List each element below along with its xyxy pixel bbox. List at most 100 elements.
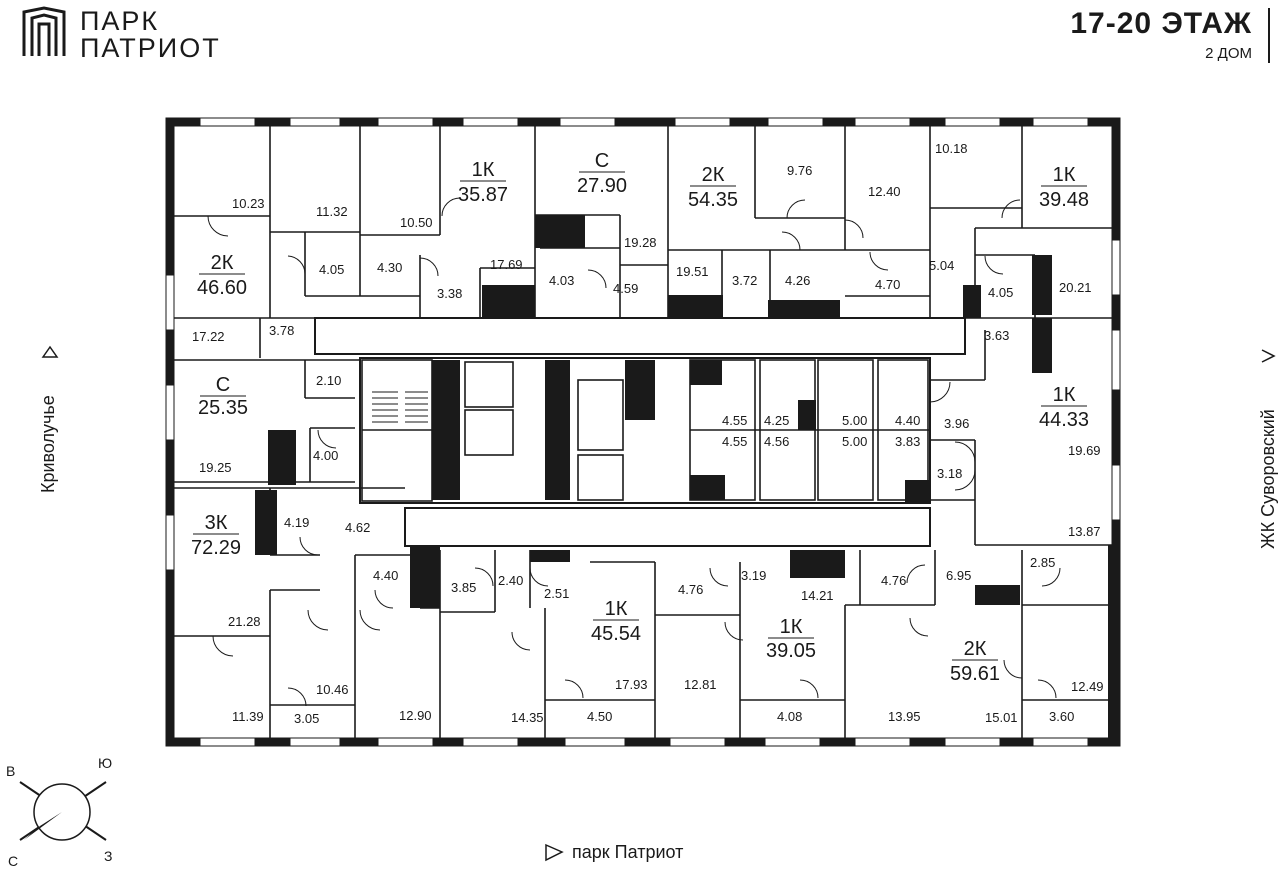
room-area: 13.87 — [1068, 524, 1101, 539]
arrow-icon — [41, 345, 59, 358]
room-area: 3.85 — [451, 580, 476, 595]
apartment-total-area: 54.35 — [688, 189, 738, 211]
room-area: 2.51 — [544, 586, 569, 601]
logo-icon — [22, 6, 66, 56]
room-area: 19.28 — [624, 235, 657, 250]
floor-title: 17-20 ЭТАЖ — [1070, 7, 1252, 40]
arrow-icon — [545, 843, 564, 862]
room-area: 12.81 — [684, 677, 717, 692]
brand-line-2: ПАТРИОТ — [80, 33, 221, 63]
room-area: 4.26 — [785, 273, 810, 288]
room-area: 19.51 — [676, 264, 709, 279]
room-area: 5.00 — [842, 413, 867, 428]
room-area: 14.35 — [511, 710, 544, 725]
street-bottom: парк Патриот — [572, 842, 683, 862]
apartment-total-area: 44.33 — [1039, 409, 1089, 431]
room-area: 17.22 — [192, 329, 225, 344]
apartment-total-area: 46.60 — [197, 277, 247, 299]
room-area: 3.83 — [895, 434, 920, 449]
shaft — [577, 454, 624, 501]
stairs — [372, 391, 428, 423]
room-area: 4.70 — [875, 277, 900, 292]
room-area: 2.40 — [498, 573, 523, 588]
apartment-total-area: 35.87 — [458, 184, 508, 206]
room-area: 3.05 — [294, 711, 319, 726]
street-left: Криволучье — [38, 395, 58, 493]
room-area: 17.93 — [615, 677, 648, 692]
apartment-total-area: 59.61 — [950, 663, 1000, 685]
room-area: 17.69 — [490, 257, 523, 272]
room-area: 4.50 — [587, 709, 612, 724]
room-area: 3.78 — [269, 323, 294, 338]
room-area: 10.23 — [232, 196, 265, 211]
shaft — [464, 361, 514, 408]
room-area: 11.39 — [232, 709, 264, 724]
room-area: 4.62 — [345, 520, 370, 535]
room-area: 4.08 — [777, 709, 802, 724]
room-area: 2.85 — [1030, 555, 1055, 570]
upper-corridor — [314, 317, 966, 355]
compass-north: С — [8, 853, 18, 869]
room-area: 12.49 — [1071, 679, 1104, 694]
room-area: 3.60 — [1049, 709, 1074, 724]
room-area: 4.19 — [284, 515, 309, 530]
room-area: 11.32 — [316, 204, 348, 219]
room-area: 9.76 — [787, 163, 812, 178]
apartment-type: 2К — [702, 164, 725, 186]
apartment-total-area: 45.54 — [591, 623, 641, 645]
room-area: 12.90 — [399, 708, 432, 723]
apartment-total-area: 25.35 — [198, 397, 248, 419]
room-area: 5.00 — [842, 434, 867, 449]
apartment-total-area: 39.05 — [766, 640, 816, 662]
title-divider — [1268, 8, 1270, 63]
room-area: 3.38 — [437, 286, 462, 301]
apartment-type: 1К — [605, 598, 628, 620]
apartment-total-area: 72.29 — [191, 537, 241, 559]
room-area: 20.21 — [1059, 280, 1092, 295]
room-area: 4.05 — [319, 262, 344, 277]
structural-columns — [255, 215, 1118, 745]
room-area: 10.46 — [316, 682, 349, 697]
room-area-labels: 10.23 11.32 10.50 17.69 4.05 4.30 3.38 1… — [192, 141, 1104, 726]
compass-west: З — [104, 848, 112, 864]
room-area: 13.95 — [888, 709, 921, 724]
room-area: 4.05 — [988, 285, 1013, 300]
street-labels: Криволучье ЖК Суворовский парк Патриот — [38, 345, 1278, 862]
apartment-type: 1К — [1053, 384, 1076, 406]
room-area: 4.00 — [313, 448, 338, 463]
room-area: 3.96 — [944, 416, 969, 431]
room-area: 4.59 — [613, 281, 638, 296]
room-area: 4.25 — [764, 413, 789, 428]
room-area: 3.63 — [984, 328, 1009, 343]
room-area: 14.21 — [801, 588, 834, 603]
arrow-icon — [1261, 349, 1276, 363]
room-area: 10.18 — [935, 141, 968, 156]
room-area: 5.04 — [929, 258, 954, 273]
room-area: 2.10 — [316, 373, 341, 388]
apartment-total-area: 27.90 — [577, 175, 627, 197]
room-area: 10.50 — [400, 215, 433, 230]
apartment-type: 1К — [472, 159, 495, 181]
lower-corridor — [404, 507, 931, 547]
room-area: 3.72 — [732, 273, 757, 288]
apartment-type: С — [595, 150, 609, 172]
room-area: 4.55 — [722, 434, 747, 449]
house-label: 2 ДОМ — [1205, 45, 1252, 62]
door-swings — [207, 197, 1061, 707]
room-area: 19.25 — [199, 460, 232, 475]
apartment-total-area: 39.48 — [1039, 189, 1089, 211]
apartment-type: С — [216, 374, 230, 396]
room-area: 4.40 — [373, 568, 398, 583]
brand-line-1: ПАРК — [80, 6, 160, 36]
apartment-type: 1К — [780, 616, 803, 638]
apartment-labels: 1К 35.87 С 27.90 2К 54.35 1К 39.48 2К 46… — [191, 150, 1089, 685]
apartment-type: 2К — [964, 638, 987, 660]
room-area: 21.28 — [228, 614, 261, 629]
compass-south: Ю — [98, 755, 112, 771]
street-right: ЖК Суворовский — [1258, 409, 1278, 549]
compass-icon: С Ю В З — [6, 755, 112, 869]
windows — [165, 117, 1121, 747]
compass-east: В — [6, 763, 15, 779]
apartment-type: 3К — [205, 512, 228, 534]
